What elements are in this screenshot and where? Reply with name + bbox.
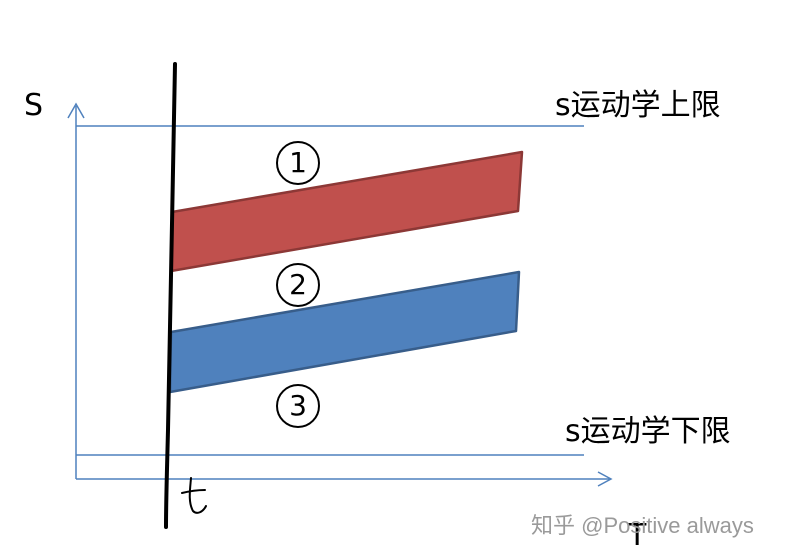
obstacle-lower [168,270,521,394]
region-2-marker: 2 [276,263,320,307]
obstacle-upper [169,150,524,273]
region-1-marker: 1 [276,141,320,185]
y-axis-arrow [67,102,85,119]
y-axis-label: S [24,88,44,123]
current-time-line [164,62,177,529]
x-axis-arrow [597,471,613,487]
x-axis-label: T [628,518,647,553]
current-time-mark [181,477,207,514]
region-3-marker: 3 [276,384,320,428]
lower-limit-label: s运动学下限 [565,414,731,449]
upper-limit-label: s运动学上限 [555,88,721,123]
watermark: 知乎 @Positive always [531,513,754,538]
